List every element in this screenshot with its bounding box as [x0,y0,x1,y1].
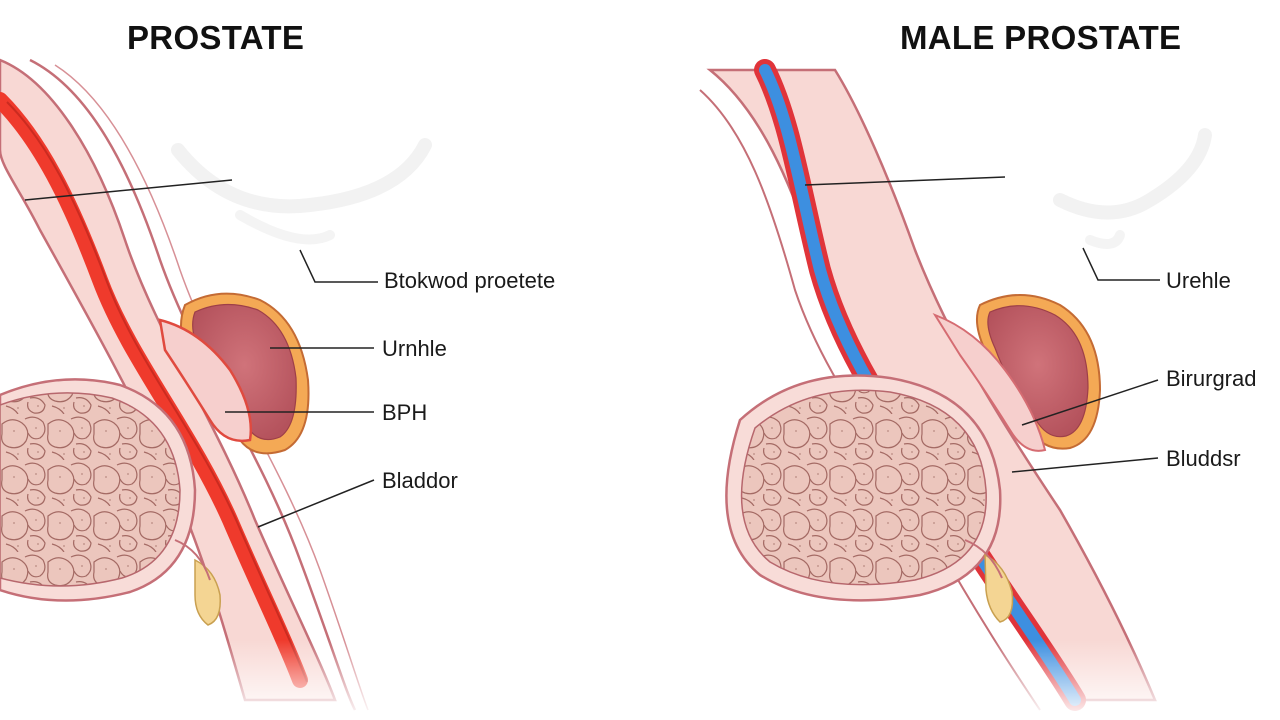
right-faint-contour [1053,128,1212,220]
right-leader-3 [1011,457,1159,473]
right-panel-illustration [699,59,1212,711]
right-seminal-vesicle [984,553,1014,623]
left-panel-title: PROSTATE [127,19,305,56]
right-leader-2 [1021,379,1159,426]
right-leader-top [804,176,1006,186]
right-label-3: Bluddsr [1166,446,1241,471]
left-leader-top [24,179,233,201]
right-leader-lines [804,176,1160,473]
left-prostatic-pocket [158,318,252,443]
left-prostate-gland [180,292,310,455]
left-label-2: Urnhle [382,336,447,361]
left-leader-4 [257,479,375,528]
left-faint-contour-2 [235,210,335,245]
right-bladder [725,374,1002,602]
left-label-4: Bladdor [382,468,458,493]
left-artery [0,92,308,688]
left-leader-lines [24,179,378,528]
left-bladder [0,378,197,602]
right-prostatic-pocket [932,313,1047,452]
left-seminal-vesicle [194,558,221,626]
left-panel-illustration [0,58,432,711]
left-label-1: Btokwod proetete [384,268,556,293]
right-label-1: Urehle [1166,268,1231,293]
left-leader-1 [299,249,378,283]
right-prostate-gland [975,294,1102,450]
right-label-2: Birurgrad [1166,366,1257,391]
right-leader-1 [1082,247,1160,281]
left-faint-contour [171,138,432,214]
right-panel-title: MALE PROSTATE [900,19,1182,56]
left-label-3: BPH [382,400,428,425]
